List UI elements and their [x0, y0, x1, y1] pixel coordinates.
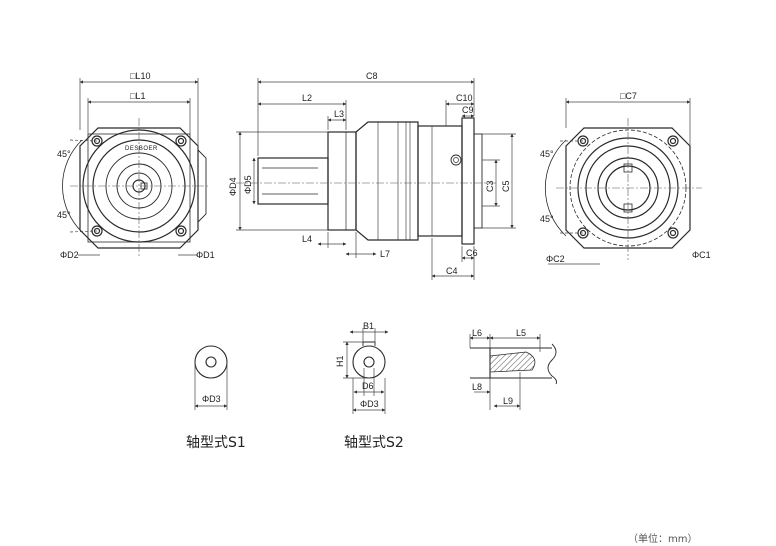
dim-label-D4: ΦD4	[228, 177, 238, 196]
shaft-s1-dimensions	[194, 362, 228, 410]
caption-shaft-s1: 轴型式S1	[186, 435, 246, 451]
dim-label-L7: L7	[380, 249, 390, 259]
dim-label-C4: C4	[446, 266, 458, 276]
dim-label-D5: ΦD5	[243, 175, 253, 194]
dim-label-L3: L3	[334, 109, 344, 119]
dim-label-C1: ΦC1	[692, 250, 711, 260]
dim-label-L10: □L10	[130, 71, 150, 81]
dim-label-D2: ΦD2	[60, 250, 79, 260]
dim-label-L5: L5	[516, 328, 526, 338]
dim-label-C10: C10	[456, 93, 473, 103]
unit-note: （单位：mm）	[628, 534, 698, 545]
dim-label-B1: B1	[363, 321, 374, 331]
dim-label-rear-angle-bottom: 45°	[540, 214, 554, 224]
keyway-detail-dimensions	[469, 334, 541, 410]
dim-label-C9: C9	[462, 105, 474, 115]
dim-label-L6: L6	[472, 328, 482, 338]
shaft-s2-view	[352, 341, 386, 379]
dim-label-L2: L2	[302, 93, 312, 103]
keyway-detail-view	[470, 343, 557, 385]
dim-label-s2-D3: ΦD3	[360, 399, 379, 409]
front-view-dimensions	[69, 78, 199, 256]
dim-label-rear-angle-top: 45°	[540, 149, 554, 159]
dim-label-L4: L4	[302, 234, 312, 244]
dim-label-D1: ΦD1	[196, 250, 215, 260]
shaft-s1-view	[194, 345, 228, 379]
dim-label-H1: H1	[335, 355, 345, 367]
dim-label-C6: C6	[466, 248, 478, 258]
dim-label-C8: C8	[366, 71, 378, 81]
dim-label-D6: D6	[362, 381, 374, 391]
brand-mark: DESBOER	[125, 146, 158, 152]
rear-view-centerlines	[556, 118, 702, 260]
dim-label-C7: □C7	[620, 91, 637, 101]
dim-label-C3: C3	[485, 180, 495, 192]
caption-shaft-s2: 轴型式S2	[344, 435, 404, 451]
front-view-centerlines	[70, 118, 210, 258]
dim-label-L1: □L1	[130, 91, 145, 101]
dim-label-C2: ΦC2	[546, 254, 565, 264]
dim-label-angle-bottom: 45°	[57, 210, 71, 220]
rear-view-dimensions	[548, 98, 691, 265]
side-view-dimensions	[236, 78, 516, 280]
shaft-s2-dimensions	[343, 328, 389, 414]
dim-label-s1-D3: ΦD3	[202, 394, 221, 404]
dim-label-C5: C5	[501, 180, 511, 192]
side-view	[257, 117, 483, 245]
dim-label-L9: L9	[503, 396, 513, 406]
dim-label-angle-top: 45°	[57, 149, 71, 159]
dim-label-L8: L8	[472, 382, 482, 392]
